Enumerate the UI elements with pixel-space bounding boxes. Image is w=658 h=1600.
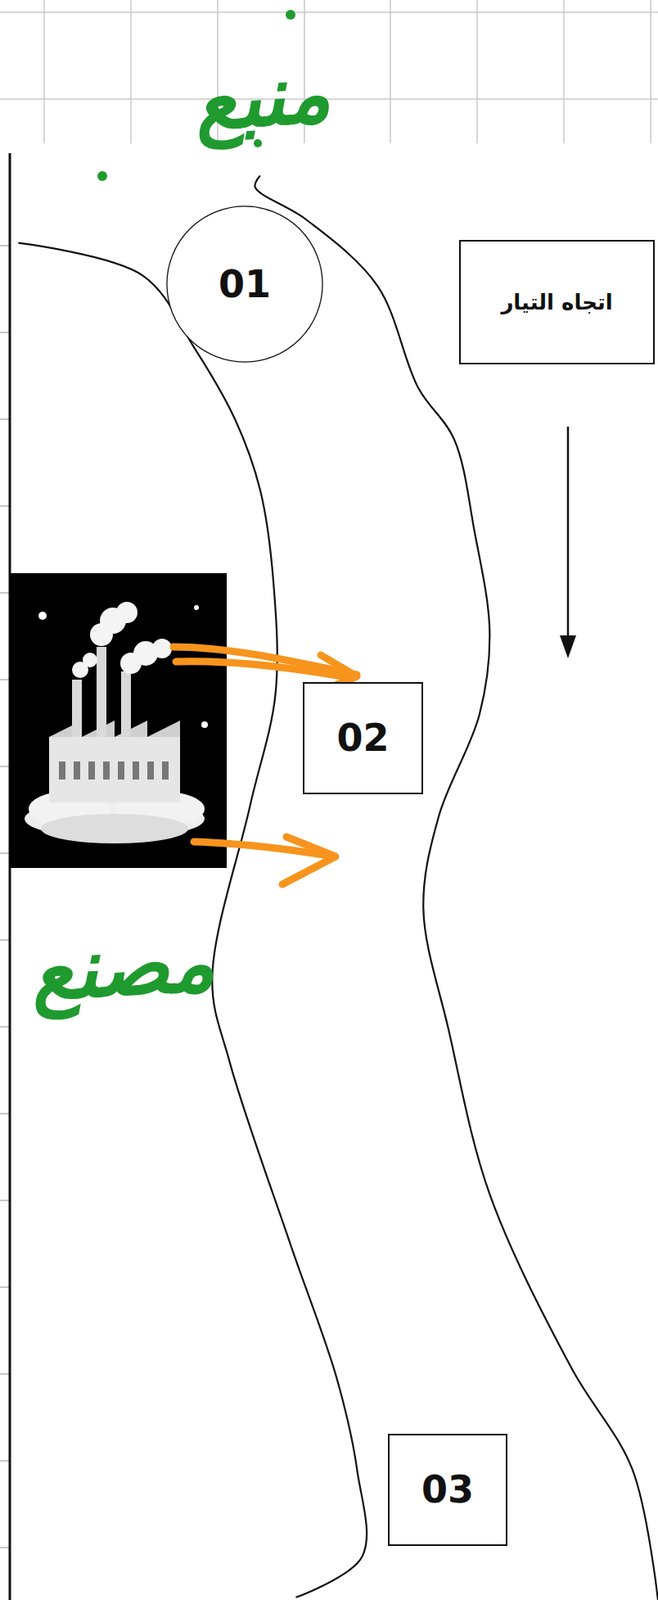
grid-tick — [0, 1285, 10, 1288]
river-bank — [18, 243, 367, 1597]
callout-number: 02 — [336, 716, 389, 759]
grid-tick — [0, 418, 10, 420]
grid-tick — [0, 591, 10, 594]
callout-number: 01 — [218, 263, 271, 306]
current-arrow — [559, 426, 577, 658]
box-heading: اتجاه التيار — [500, 290, 613, 315]
grid-tick — [0, 331, 10, 334]
current-direction-box: اتجاه التيار — [459, 239, 655, 365]
sample-box: 02 — [302, 681, 424, 794]
grid-tick — [0, 938, 10, 941]
grid-tick — [0, 1198, 10, 1201]
grid — [0, 0, 658, 144]
river-bank — [254, 175, 658, 1600]
source-circle: 01 — [165, 204, 325, 364]
callout-number: 03 — [421, 1468, 474, 1510]
grid-tick — [0, 851, 10, 854]
grid-tick — [0, 244, 10, 247]
grid-tick — [0, 1112, 10, 1114]
grid-tick — [0, 1545, 10, 1548]
handwritten-label: منبع — [190, 50, 334, 142]
sample-box: 03 — [387, 1433, 508, 1546]
grid-tick — [0, 1372, 10, 1375]
border-line — [9, 153, 12, 1600]
grid-tick — [0, 504, 10, 507]
factory-icon — [9, 572, 227, 868]
grid-tick — [0, 678, 10, 681]
handwritten-label: مصنع — [29, 919, 217, 1012]
grid-tick — [0, 1025, 10, 1028]
grid-tick — [0, 1459, 10, 1461]
grid-tick — [0, 765, 10, 767]
grid-ticks — [0, 245, 10, 1547]
